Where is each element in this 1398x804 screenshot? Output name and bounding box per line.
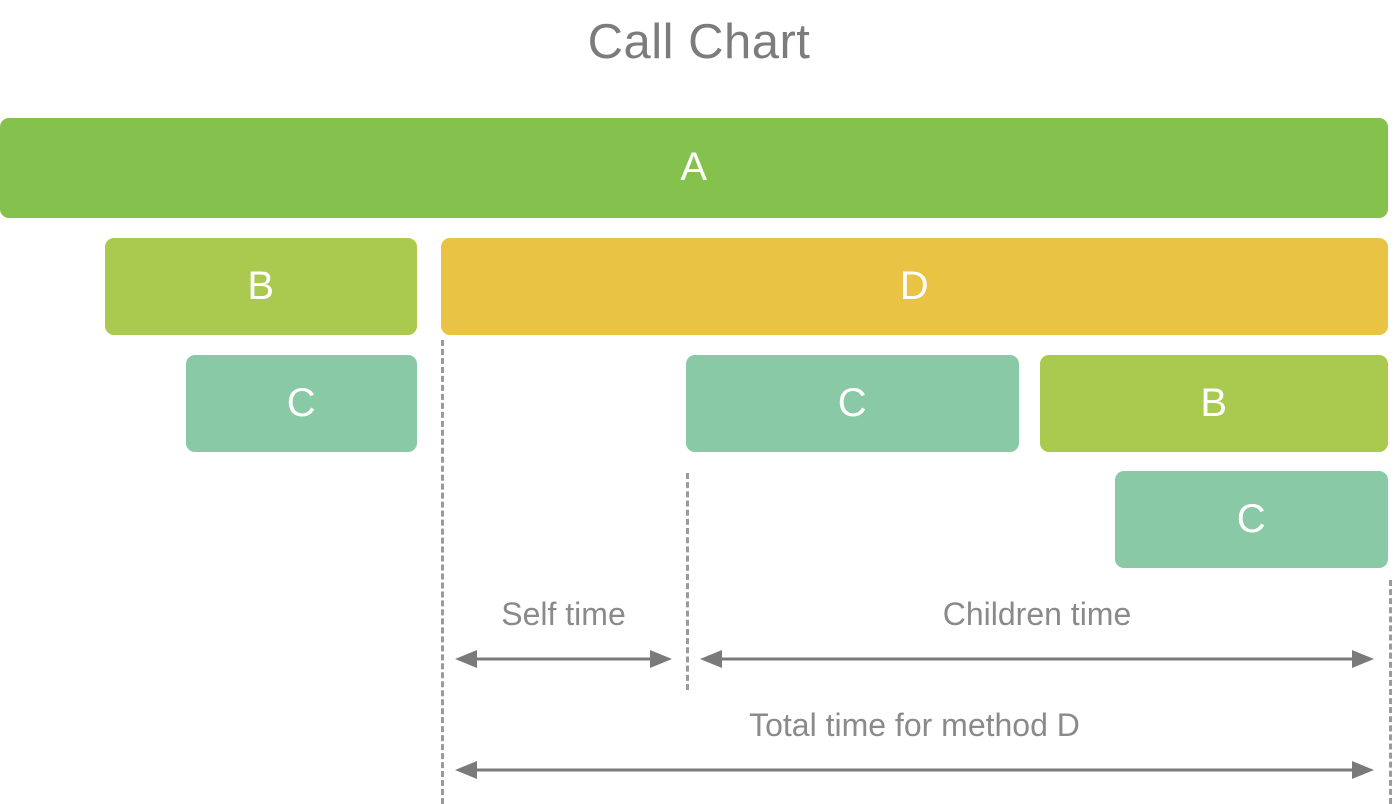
call-bar-d-r1c1[interactable]: D (441, 238, 1388, 335)
annotation-arrow-self-time (455, 646, 672, 672)
call-bar-b-r2c2[interactable]: B (1040, 355, 1388, 452)
page-title: Call Chart (587, 15, 811, 69)
call-bar-label: B (1200, 380, 1228, 425)
annotation-arrow-children-time (700, 646, 1374, 672)
call-bar-label: A (680, 145, 708, 189)
call-bar-c-r2c0[interactable]: C (186, 355, 417, 452)
guide-line-d-start (441, 340, 444, 804)
call-bar-label: C (286, 380, 317, 425)
annotation-label-self-time: Self time (501, 596, 626, 632)
call-bar-label: C (837, 380, 868, 425)
call-bar-label: C (1236, 496, 1267, 541)
call-bar-c-r2c1[interactable]: C (686, 355, 1019, 452)
call-bar-label: D (899, 263, 930, 308)
annotation-arrow-total-time (455, 757, 1374, 783)
call-bar-b-r1c0[interactable]: B (105, 238, 417, 335)
guide-line-d-self-end (686, 473, 689, 690)
annotation-label-children-time: Children time (942, 596, 1132, 632)
call-bar-label: B (247, 263, 275, 308)
call-bar-c-r3c0[interactable]: C (1115, 471, 1388, 568)
call-bar-a-r0c0[interactable]: A (0, 118, 1388, 218)
annotation-label-total-time: Total time for method D (749, 707, 1080, 743)
guide-line-d-end (1389, 580, 1392, 804)
